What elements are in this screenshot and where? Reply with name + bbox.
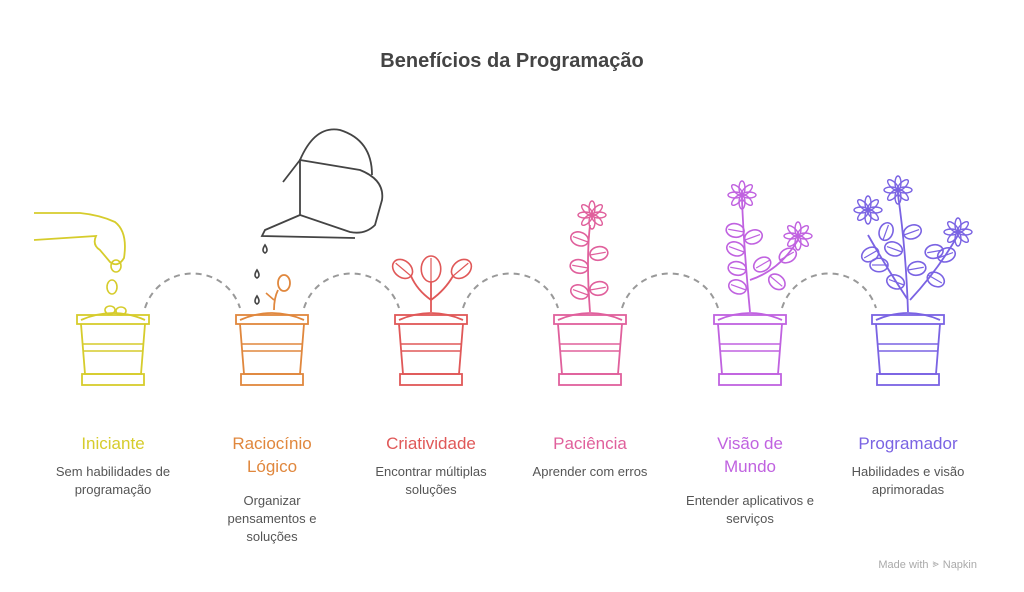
connector-arc (621, 272, 719, 309)
step-label: Programador (858, 434, 958, 453)
pot-1 (235, 128, 384, 386)
napkin-watermark: Made with ⪢ Napkin (878, 558, 977, 571)
napkin-brand-text: Napkin (942, 558, 977, 571)
connector-arc (303, 272, 400, 309)
made-with-text: Made with (878, 558, 929, 571)
step-4: Visão de Mundo Entender aplicativos e se… (675, 432, 825, 528)
connector-arc (781, 272, 877, 309)
hand-icon (33, 212, 126, 266)
page-title: Benefícios da Programação (380, 50, 644, 72)
pot-2 (391, 255, 473, 386)
step-5: Programador Habilidades e visão aprimora… (833, 432, 983, 499)
connector-arc (462, 272, 559, 309)
step-2: Criatividade Encontrar múltiplas soluçõe… (356, 432, 506, 499)
step-description: Sem habilidades de programação (55, 464, 171, 497)
step-description: Organizar pensamentos e soluções (227, 493, 317, 544)
napkin-logo-icon: ⪢ (932, 558, 939, 570)
step-label: Raciocínio Lógico (232, 434, 312, 476)
step-0: Iniciante Sem habilidades de programação (38, 432, 188, 499)
pot-0 (33, 212, 150, 386)
step-1: Raciocínio Lógico Organizar pensamentos … (197, 432, 347, 546)
step-description: Encontrar múltiplas soluções (375, 464, 487, 497)
pot-5 (853, 175, 973, 386)
step-label: Criatividade (386, 434, 476, 453)
step-description: Habilidades e visão aprimoradas (851, 464, 965, 497)
step-3: Paciência Aprender com erros (515, 432, 665, 481)
step-label: Visão de Mundo (717, 434, 783, 476)
water-drop-icon (254, 268, 260, 279)
watering-can-icon (260, 128, 384, 239)
step-label: Paciência (553, 434, 627, 453)
connector-arc (144, 272, 241, 309)
step-description: Entender aplicativos e serviços (686, 493, 814, 526)
pot-3 (553, 200, 627, 386)
water-drop-icon (254, 294, 260, 305)
water-drop-icon (262, 243, 268, 254)
step-description: Aprender com erros (532, 464, 648, 479)
step-label: Iniciante (81, 434, 145, 453)
pot-4 (713, 180, 813, 386)
